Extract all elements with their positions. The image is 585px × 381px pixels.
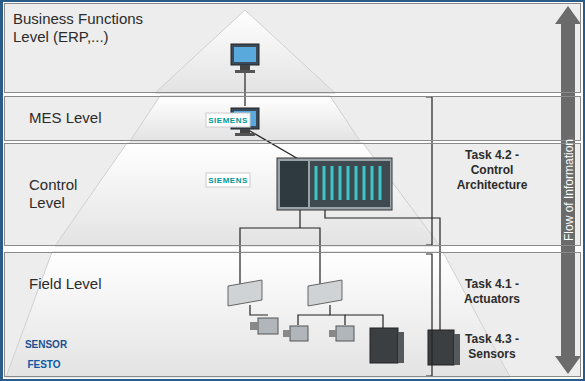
drive-unit <box>370 328 460 365</box>
double-arrow <box>555 6 581 374</box>
task-label: Task 4.3 - Sensors <box>442 332 542 362</box>
flow-label: Flow of Information <box>561 137 575 244</box>
brand-logo: SIEMENS <box>208 116 248 125</box>
network-wires <box>240 72 440 330</box>
pyramid-tier <box>55 143 440 246</box>
computer-icon <box>231 44 259 73</box>
task-label: Task 4.2 - Control Architecture <box>444 148 540 193</box>
drive-module <box>228 280 342 306</box>
page-ground <box>3 2 583 379</box>
plc-rack <box>277 158 392 210</box>
plc-modules <box>316 166 380 200</box>
brand-logo: SIEMENS <box>208 176 248 185</box>
band-fill <box>4 252 581 377</box>
task-label: Task 4.1 - Actuators <box>442 277 542 307</box>
servo-motor <box>250 318 354 341</box>
pyramid-tier <box>6 252 510 377</box>
brand-logo: SENSOR <box>25 339 67 350</box>
band-fill <box>4 143 581 246</box>
level-title: Business Functions Level (ERP,...) <box>13 10 163 46</box>
level-title: Field Level <box>29 275 109 293</box>
brand-logo: FESTO <box>27 359 60 370</box>
level-title: Control Level <box>29 176 109 212</box>
level-band: Business Functions Level (ERP,...) <box>4 3 581 93</box>
level-title: MES Level <box>29 109 139 127</box>
bracket <box>426 97 432 376</box>
logo-ground <box>206 113 250 127</box>
level-band: MES Level <box>4 96 581 141</box>
band-fill <box>4 3 581 93</box>
band-fill <box>4 96 581 141</box>
logo-ground <box>206 173 250 187</box>
